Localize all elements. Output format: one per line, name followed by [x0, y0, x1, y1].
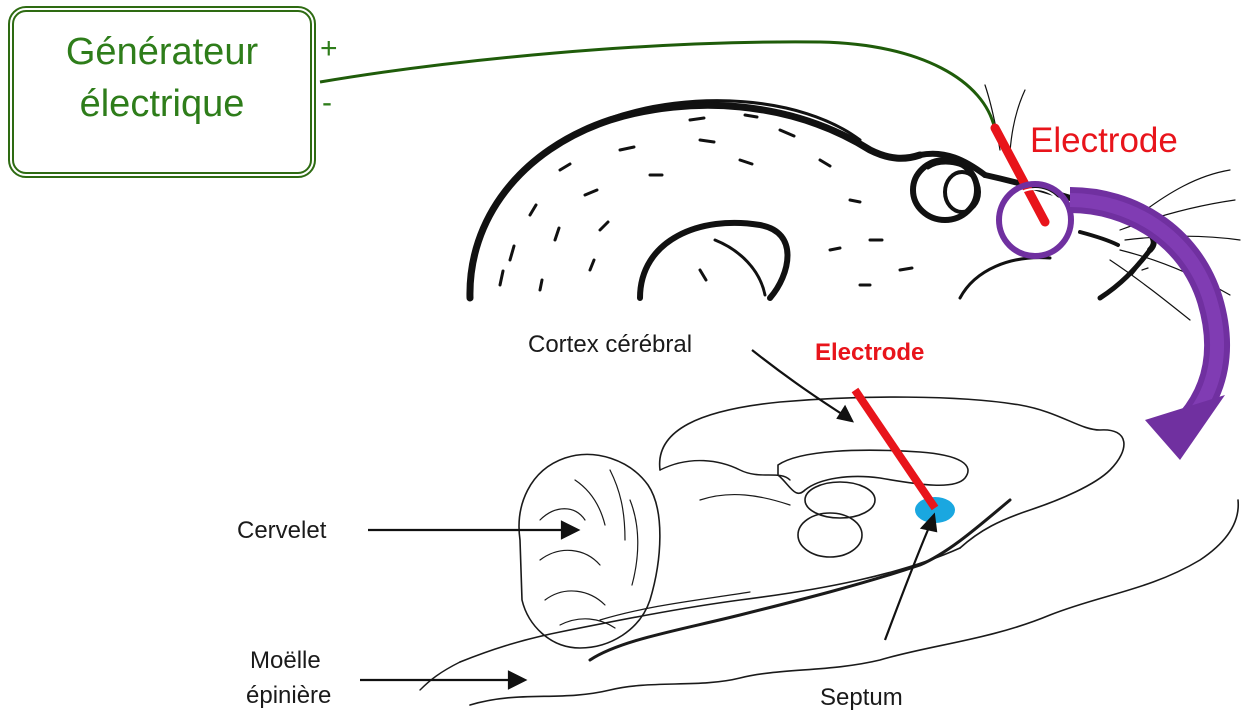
- generator-label-line1: Générateur: [8, 26, 316, 78]
- electrode-label-brain: Electrode: [815, 339, 924, 366]
- moelle-label-line1: Moëlle: [250, 647, 321, 674]
- plus-terminal: +: [320, 32, 338, 66]
- zoom-arrow: [1070, 200, 1225, 460]
- brain-section-drawing: [420, 397, 1238, 705]
- electrode-wire: [320, 42, 995, 130]
- generator-label: Générateur électrique: [8, 26, 316, 130]
- electrode-label-top: Electrode: [1030, 121, 1178, 160]
- cervelet-label: Cervelet: [237, 517, 327, 544]
- brain-electrode-bar: [855, 390, 935, 508]
- cortex-label: Cortex cérébral: [528, 331, 692, 358]
- moelle-label-line2: épinière: [246, 682, 331, 709]
- minus-terminal: -: [322, 86, 332, 120]
- generator-label-line2: électrique: [8, 78, 316, 130]
- septum-label: Septum: [820, 684, 903, 711]
